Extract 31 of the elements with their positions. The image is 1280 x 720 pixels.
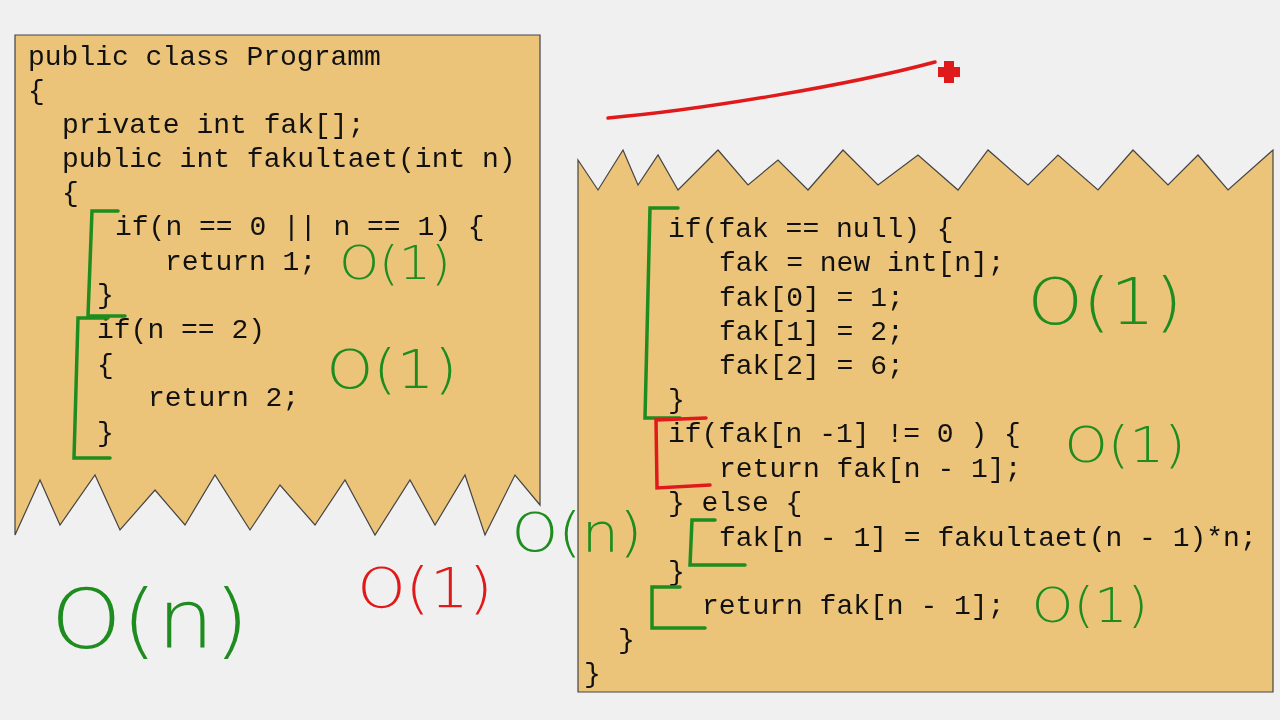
handwritten-note: O(1) bbox=[1027, 270, 1183, 334]
code-line: public class Programm bbox=[28, 41, 381, 75]
code-line: fak[1] = 2; bbox=[719, 316, 904, 350]
code-line: private int fak[]; bbox=[62, 109, 365, 143]
handwritten-note: O(1) bbox=[1031, 581, 1149, 629]
code-line: } bbox=[584, 658, 601, 692]
handwritten-note: O(n) bbox=[50, 579, 250, 661]
handwritten-note: O(1) bbox=[326, 343, 458, 397]
code-line: return fak[n - 1]; bbox=[719, 453, 1022, 487]
code-line: { bbox=[28, 75, 45, 109]
code-line: if(fak == null) { bbox=[668, 213, 954, 247]
code-line: fak[0] = 1; bbox=[719, 282, 904, 316]
code-line: } bbox=[97, 417, 114, 451]
code-line: } bbox=[668, 384, 685, 418]
code-line: { bbox=[62, 177, 79, 211]
code-line: } bbox=[618, 624, 635, 658]
code-line: fak[2] = 6; bbox=[719, 350, 904, 384]
code-line: fak[n - 1] = fakultaet(n - 1)*n; bbox=[719, 522, 1257, 556]
code-line: fak = new int[n]; bbox=[719, 247, 1005, 281]
code-line: return 1; bbox=[165, 246, 317, 280]
code-line: return fak[n - 1]; bbox=[702, 590, 1005, 624]
code-line: } else { bbox=[668, 487, 803, 521]
code-line: return 2; bbox=[148, 382, 300, 416]
code-line: if(fak[n -1] != 0 ) { bbox=[668, 418, 1021, 452]
code-line: public int fakultaet(int n) bbox=[62, 143, 516, 177]
code-line: { bbox=[97, 349, 114, 383]
code-line: } bbox=[97, 279, 114, 313]
handwritten-note: O(1) bbox=[1064, 420, 1186, 470]
code-line: } bbox=[668, 556, 685, 590]
code-line: if(n == 2) bbox=[97, 314, 266, 348]
handwritten-note: O(1) bbox=[357, 560, 493, 616]
